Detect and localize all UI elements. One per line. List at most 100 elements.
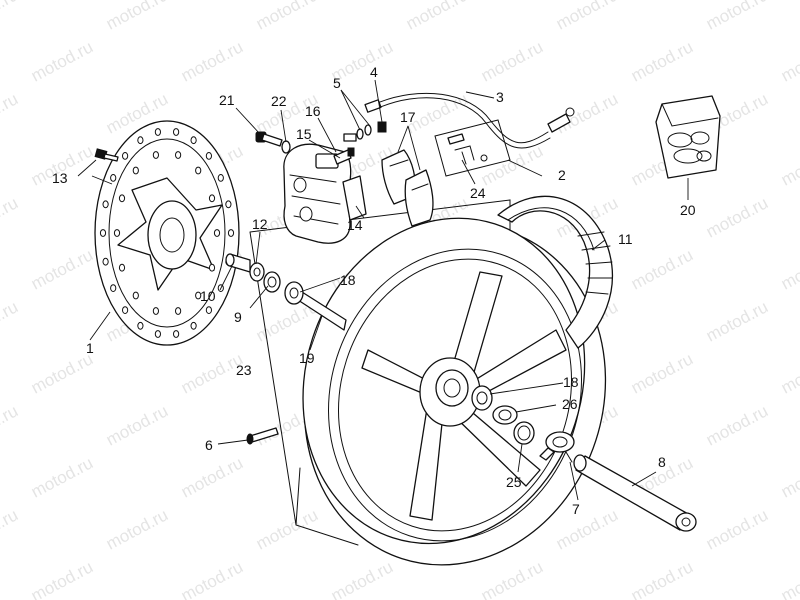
wheel-spokes (361, 271, 567, 521)
disc-vent-hole (205, 152, 212, 160)
watermark-text: motod.ru (0, 193, 21, 241)
callout-2: 2 (558, 167, 566, 183)
disc-vent-hole (110, 284, 117, 293)
watermark-text: motod.ru (703, 193, 771, 241)
watermark-text: motod.ru (553, 0, 621, 34)
watermark-text: motod.ru (478, 37, 546, 85)
disc-vent-hole (173, 330, 180, 338)
disc-vent-hole (132, 291, 139, 300)
disc-vent-hole (190, 321, 197, 330)
spacer-bushing (225, 253, 251, 273)
front-axle (573, 454, 697, 532)
disc-vent-hole (137, 321, 144, 330)
hardware-kit-bag (655, 95, 721, 179)
callout-4: 4 (370, 64, 378, 80)
callout-20: 20 (680, 202, 696, 218)
brake-caliper (283, 143, 352, 244)
disc-vent-hole (173, 128, 180, 136)
watermark-text: motod.ru (553, 89, 621, 137)
watermark-text: motod.ru (778, 141, 800, 189)
callout-11: 11 (618, 231, 633, 247)
callout-10: 10 (200, 288, 216, 304)
bearing-right (471, 385, 493, 411)
watermark-text: motod.ru (703, 297, 771, 345)
disc-vent-hole (205, 306, 212, 315)
callout-23: 23 (236, 362, 252, 378)
callout-14: 14 (347, 217, 363, 233)
watermark-text: motod.ru (178, 453, 246, 501)
disc-vent-hole (122, 152, 129, 160)
disc-vent-hole (154, 128, 161, 136)
callout-15: 15 (296, 126, 312, 142)
watermark-text: motod.ru (553, 505, 621, 553)
disc-vent-hole (175, 307, 182, 315)
disc-vent-hole (132, 166, 139, 175)
front-mudguard (497, 195, 613, 349)
disc-vent-hole (102, 200, 109, 209)
watermark-text: motod.ru (703, 505, 771, 553)
callout-13: 13 (52, 170, 68, 186)
callout-19: 19 (299, 350, 315, 366)
disc-vent-hole (137, 136, 144, 145)
disc-vent-hole (175, 151, 182, 159)
caliper-bolt (255, 131, 291, 154)
watermark-text: motod.ru (0, 505, 21, 553)
valve-stem (246, 427, 279, 445)
disc-vent-hole (217, 174, 224, 182)
disc-vent-hole (208, 194, 216, 203)
callout-8: 8 (658, 454, 666, 470)
watermark-text: motod.ru (0, 297, 21, 345)
callout-6: 6 (205, 437, 213, 453)
callout-3: 3 (496, 89, 504, 105)
watermark-text: motod.ru (103, 401, 171, 449)
watermark-text: motod.ru (328, 557, 396, 600)
spacer-ring (492, 405, 518, 425)
bearing-inner (284, 281, 304, 305)
watermark-text: motod.ru (778, 37, 800, 85)
disc-vent-hole (102, 257, 109, 266)
watermark-text: motod.ru (28, 557, 96, 600)
watermark-text: motod.ru (478, 557, 546, 600)
bleed-valve (333, 147, 355, 165)
watermark-text: motod.ru (628, 349, 696, 397)
leader-lines (77, 79, 689, 501)
callout-7: 7 (572, 501, 580, 517)
watermark-text: motod.ru (778, 557, 800, 600)
callout-21: 21 (219, 92, 235, 108)
brake-disc (94, 120, 240, 346)
disc-vent-hole (118, 194, 126, 203)
callout-22: 22 (271, 93, 287, 109)
disc-vent-hole (152, 151, 159, 159)
watermark-text: motod.ru (0, 401, 21, 449)
watermark-text: motod.ru (0, 89, 21, 137)
disc-vent-hole (208, 263, 216, 272)
disc-vent-hole (213, 229, 221, 237)
callout-18-lower: 18 (563, 374, 579, 390)
disc-vent-hole (122, 306, 129, 315)
watermark-text: motod.ru (628, 245, 696, 293)
disc-vent-hole (190, 136, 197, 145)
disc-vent-hole (227, 229, 235, 237)
watermark-text: motod.ru (628, 37, 696, 85)
watermark-text: motod.ru (28, 349, 96, 397)
callout-18-upper: 18 (340, 272, 356, 288)
watermark-text: motod.ru (28, 453, 96, 501)
callout-12: 12 (252, 216, 268, 232)
watermark-text: motod.ru (778, 453, 800, 501)
watermark-text: motod.ru (103, 505, 171, 553)
watermark-text: motod.ru (703, 401, 771, 449)
brake-hose (364, 92, 575, 149)
watermark-text: motod.ru (253, 0, 321, 34)
watermark-text: motod.ru (778, 245, 800, 293)
disc-vent-hole (154, 330, 161, 338)
disc-vent-hole (118, 263, 126, 272)
disc-vent-hole (225, 200, 232, 209)
callout-5: 5 (333, 75, 341, 91)
disc-vent-hole (99, 229, 107, 237)
watermark-text: motod.ru (28, 245, 96, 293)
callout-25: 25 (506, 474, 522, 490)
disc-vent-hole (195, 291, 202, 300)
speedometer-drive (539, 431, 575, 463)
